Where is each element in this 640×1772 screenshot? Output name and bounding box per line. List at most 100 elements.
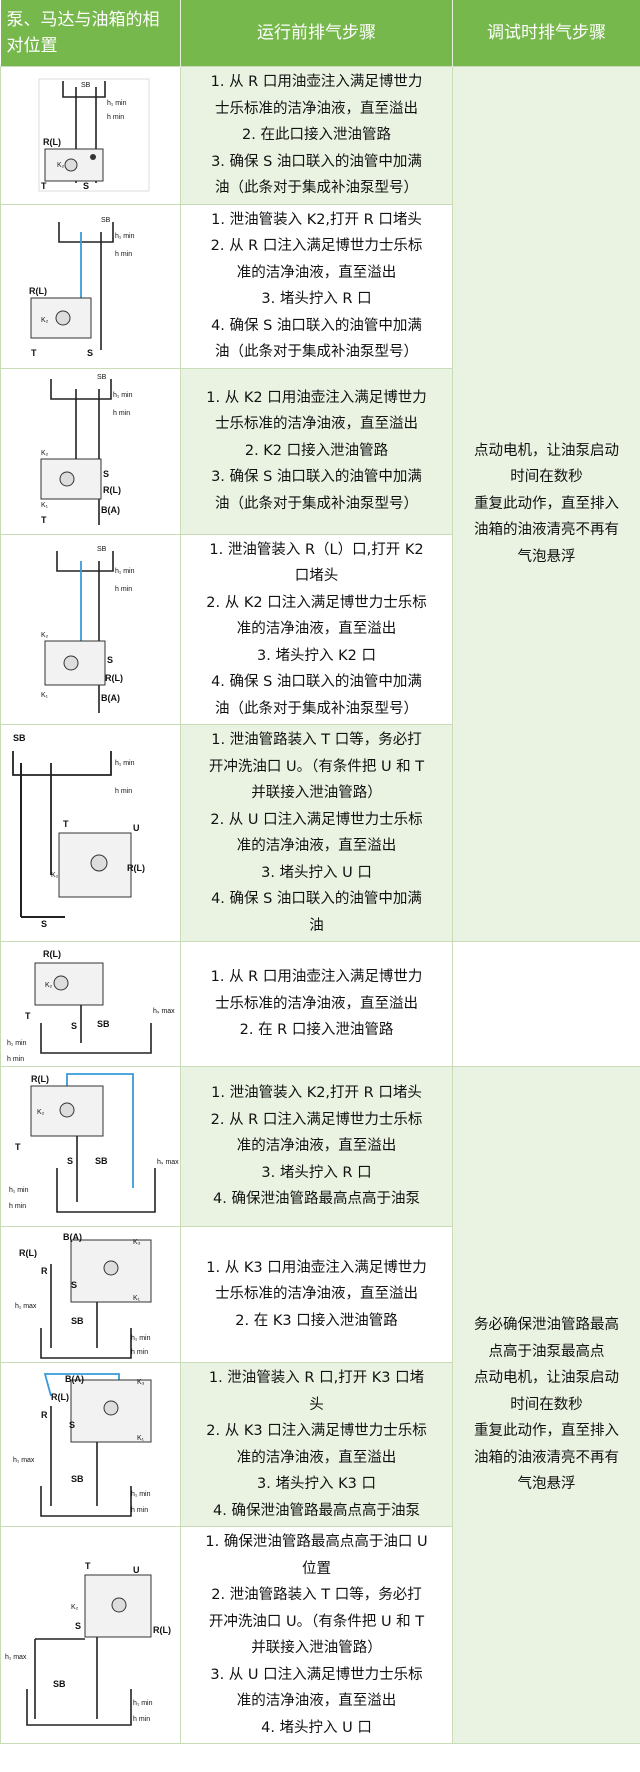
step-line: 头	[309, 1396, 324, 1413]
step-line: 2. 从 R 口注入满足博世力士乐标	[210, 238, 423, 254]
pump-tank-diagram: R(L) K₂ T S SB h₁ min h min hₛ max	[7, 949, 175, 1063]
note-line: 重复此动作，直至排入	[474, 1423, 619, 1440]
t-label: T	[31, 348, 37, 358]
pump-tank-diagram: B(A) R(L) R S K₃ K₁ SB h₁ min h min h₁ m…	[13, 1372, 152, 1517]
s-label: S	[67, 1156, 73, 1166]
table-row: T U K₂ S R(L) SB h₁ min h min h₁ max 1. …	[0, 1526, 640, 1744]
step-line: 准的洁净油液，直至溢出	[236, 1449, 397, 1466]
note-line: 气泡悬浮	[517, 548, 576, 565]
step-line: 3. 堵头拧入 K2 口	[257, 647, 376, 664]
pump-tank-diagram: SB h₁ min h min T U K₂ R(L) S	[12, 733, 145, 929]
table-row: SB h₁ min h min R(L) K₂ T S 1. 泄油管装入 K2,…	[0, 203, 640, 369]
u-label: U	[133, 1565, 140, 1575]
r-l-label: R(L)	[43, 949, 61, 959]
h1min-label: h₁ min	[107, 100, 127, 107]
r-l-label: R(L)	[51, 1392, 69, 1402]
step-line: 准的洁净油液，直至溢出	[236, 621, 397, 637]
h1max-label: h₁ max	[5, 1654, 27, 1661]
step-line: 位置	[302, 1560, 331, 1577]
header-position: 泵、马达与油箱的相对位置	[0, 0, 181, 67]
hmin-label: h min	[7, 1056, 24, 1063]
note-line: 气泡悬浮	[517, 1476, 576, 1493]
hsmax-label: hₛ max	[153, 1008, 175, 1015]
t-label: T	[85, 1561, 91, 1571]
step-cell: 1. 从 K3 口用油壶注入满足博世力 士乐标准的洁净油液，直至溢出 2. 在 …	[180, 1226, 453, 1363]
step-line: 2. 从 K3 口注入满足博世力士乐标	[206, 1423, 427, 1439]
header-row: 泵、马达与油箱的相对位置 运行前排气步骤 调试时排气步骤	[0, 0, 640, 67]
diagram-cell: SB h₁ min h min K₂ K₁ S R(L) B(A)	[0, 533, 181, 725]
h1min-label: h₁ min	[115, 760, 135, 767]
note-line: 重复此动作，直至排入	[474, 495, 619, 512]
step-line: 3. 堵头拧入 R 口	[261, 1164, 372, 1181]
b-a-label: B(A)	[101, 505, 120, 515]
s-label: S	[107, 655, 113, 665]
step-line: 开冲洗油口 U。（有条件把 U 和 T	[208, 758, 425, 775]
pump-tank-diagram: SB h₁ min h min R(L) K₂ T S	[38, 79, 150, 192]
s-label: S	[71, 1021, 77, 1031]
sb-label: SB	[97, 1019, 110, 1029]
table-row: SB h₁ min h min K₂ K₁ S R(L) B(A) T 1. 从…	[0, 367, 640, 535]
sb-label: SB	[71, 1316, 84, 1326]
header-pre-run-steps: 运行前排气步骤	[180, 0, 453, 67]
step-line: 油（此条对于集成补油泵型号）	[215, 700, 418, 717]
step-line: 油	[309, 917, 324, 934]
h1min-label: h₁ min	[113, 392, 133, 399]
table-row: SB h₁ min h min T U K₂ R(L) S 1. 泄油管路装入 …	[0, 724, 640, 942]
step-line: 1. 泄油管装入 R（L）口,打开 K2	[209, 541, 424, 558]
step-line: 3. 堵头拧入 K3 口	[257, 1476, 376, 1492]
diagram-cell: SB h₁ min h min R(L) K₂ T S	[0, 66, 181, 205]
step-line: 开冲洗油口 U。（有条件把 U 和 T	[208, 1613, 425, 1630]
t-label: T	[15, 1142, 21, 1152]
note-line: 务必确保泄油管路最高	[474, 1317, 619, 1334]
h1max-label: h₁ max	[13, 1457, 35, 1464]
step-line: 1. 从 K3 口用油壶注入满足博世力	[206, 1259, 427, 1276]
step-line: 1. 泄油管装入 K2,打开 R 口堵头	[211, 1085, 422, 1102]
h1min-label: h₁ min	[115, 233, 135, 240]
s-label: S	[87, 348, 93, 358]
k3-label: K₃	[137, 1379, 145, 1386]
r-l-label: R(L)	[127, 863, 145, 873]
k2-label: K₂	[57, 162, 65, 169]
diagram-cell: R(L) K₂ T S SB h₁ min h min hₛ max	[0, 941, 181, 1067]
r-l-label: R(L)	[31, 1074, 49, 1084]
r-l-label: R(L)	[103, 485, 121, 495]
step-line: 3. 堵头拧入 U 口	[261, 864, 372, 881]
h1max-label: h₁ max	[15, 1303, 37, 1310]
k3-label: K₃	[133, 1239, 141, 1246]
note-line: 点高于油泵最高点	[488, 1343, 605, 1360]
diagram-cell: R(L) K₂ T S SB h₁ min h min hₛ max	[0, 1066, 181, 1227]
diagram-cell: SB h₁ min h min R(L) K₂ T S	[0, 203, 181, 369]
h1min-label: h₁ min	[9, 1187, 29, 1194]
hmin-label: h min	[131, 1507, 148, 1514]
step-line: 3. 堵头拧入 R 口	[261, 291, 372, 307]
k2-label: K₂	[41, 317, 49, 324]
note-line: 油箱的油液清亮不再有	[474, 522, 619, 539]
h1min-label: h₁ min	[7, 1040, 27, 1047]
step-cell: 1. 泄油管装入 K2,打开 R 口堵头 2. 从 R 口注入满足博世力士乐标 …	[180, 1066, 453, 1227]
table-row: B(A) R(L) R S K₃ K₁ SB h₁ min h min h₁ m…	[0, 1362, 640, 1527]
hmin-label: h min	[9, 1203, 26, 1210]
pump-tank-diagram: SB h₁ min h min K₂ K₁ S R(L) B(A) T	[40, 374, 133, 525]
step-cell: 1. 泄油管路装入 T 口等，务必打 开冲洗油口 U。（有条件把 U 和 T 并…	[180, 724, 453, 942]
hmin-label: h min	[133, 1716, 150, 1723]
note-line: 油箱的油液清亮不再有	[474, 1449, 619, 1466]
diagram-cell: B(A) R(L) R S K₃ K₁ SB h₁ min h min h₁ m…	[0, 1362, 181, 1527]
step-cell: 1. 泄油管装入 R（L）口,打开 K2 口堵头 2. 从 K2 口注入满足博世…	[180, 533, 453, 725]
step-line: 3. 确保 S 油口联入的油管中加满	[211, 153, 422, 170]
r-label: R	[41, 1266, 48, 1276]
h1min-label: h₁ min	[133, 1700, 153, 1707]
r-l-label: R(L)	[105, 673, 123, 683]
step-line: 1. 从 R 口用油壶注入满足博世力	[210, 969, 423, 986]
diagram-cell: SB h₁ min h min K₂ K₁ S R(L) B(A) T	[0, 367, 181, 535]
r-l-label: R(L)	[43, 137, 61, 147]
s-label: S	[103, 469, 109, 479]
k2-label: K₂	[41, 632, 49, 639]
h1min-label: h₁ min	[115, 568, 135, 575]
k1-label: K₁	[137, 1435, 145, 1442]
b-a-label: B(A)	[101, 693, 120, 703]
step-line: 士乐标准的洁净油液，直至溢出	[215, 100, 418, 117]
sb-label: SB	[13, 733, 26, 743]
step-line: 并联接入泄油管路）	[251, 785, 382, 801]
step-line: 1. 从 K2 口用油壶注入满足博世力	[206, 389, 427, 406]
